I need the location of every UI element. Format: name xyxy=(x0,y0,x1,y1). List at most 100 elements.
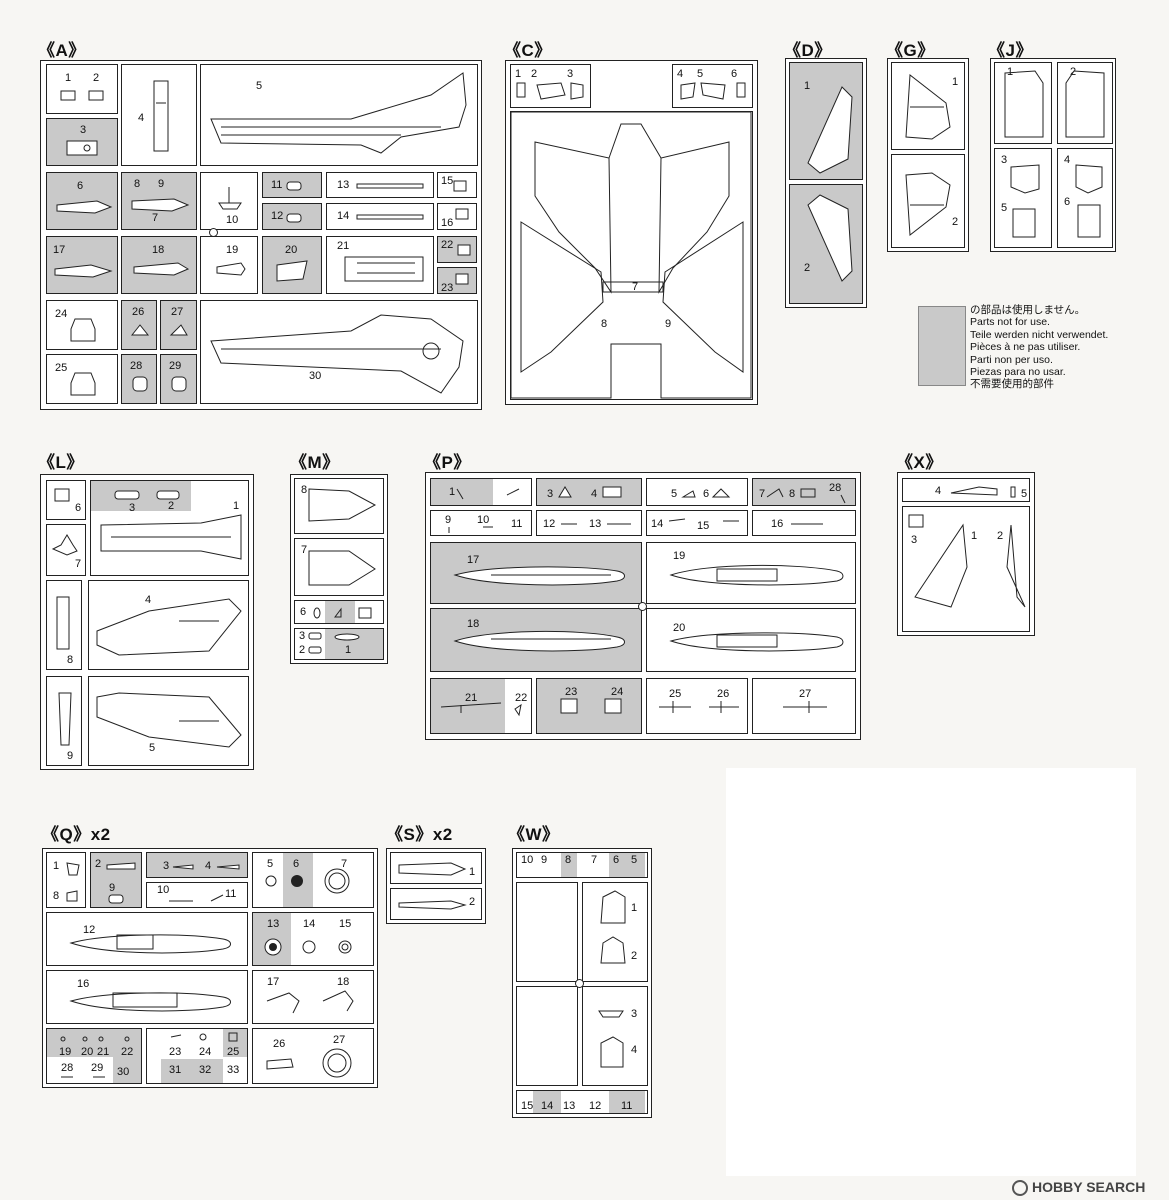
part-shape xyxy=(510,111,752,399)
part-number: 6 xyxy=(75,502,82,514)
sprue-q-cell-26-27: 26 27 xyxy=(252,1028,374,1084)
part-shape xyxy=(905,74,951,140)
sprue-l-cell-9: 9 xyxy=(46,676,82,766)
sprue-p-cell-5-6: 5 6 xyxy=(646,478,748,506)
part-number: 8 xyxy=(67,654,74,666)
part-shape xyxy=(60,90,104,101)
part-shape xyxy=(133,262,190,276)
part-number: 5 xyxy=(631,854,638,866)
sprue-p-white-zone xyxy=(505,679,531,733)
sprue-c-title: 《C》 xyxy=(504,41,552,60)
part-shape xyxy=(313,601,372,623)
part-number: 27 xyxy=(799,688,812,700)
part-shape xyxy=(266,990,354,1014)
sprue-q-cell-13-15: 13 14 15 xyxy=(252,912,374,966)
part-shape xyxy=(668,518,739,522)
sprue-a-cell-28: 28 xyxy=(121,354,157,404)
part-number: 2 xyxy=(299,644,306,656)
part-shape xyxy=(210,72,467,154)
part-number: 21 xyxy=(337,240,350,252)
part-number: 5 xyxy=(1021,488,1028,500)
part-number: 1 xyxy=(631,902,638,914)
sprue-c-cell-1-3: 1 2 3 xyxy=(510,64,591,108)
part-number: 8 xyxy=(134,178,141,190)
part-number: 25 xyxy=(227,1046,240,1058)
part-shape xyxy=(56,596,70,650)
not-for-use-swatch xyxy=(918,306,966,386)
part-number: 10 xyxy=(521,854,534,866)
part-number: 29 xyxy=(169,360,182,372)
sprue-a-cell-20: 20 xyxy=(262,236,322,294)
part-shape xyxy=(276,260,308,282)
sprue-q-white-zone xyxy=(47,1057,113,1083)
sprue-j-title: 《J》 xyxy=(988,41,1033,60)
part-number: 7 xyxy=(632,281,639,293)
part-number: 8 xyxy=(565,854,572,866)
part-number: 27 xyxy=(333,1034,346,1046)
sprue-s-cell-1: 1 xyxy=(390,852,482,884)
part-shape xyxy=(60,1036,130,1078)
part-number: 19 xyxy=(226,244,239,256)
sprue-a-cell-15: 15 xyxy=(437,172,477,198)
part-number: 23 xyxy=(565,686,578,698)
sprue-c-wings: 7 8 9 xyxy=(510,111,753,400)
part-shape xyxy=(598,1010,624,1068)
sprue-m-cell-1-3: 3 2 1 xyxy=(294,628,384,660)
part-shape xyxy=(669,564,844,586)
part-shape xyxy=(516,82,584,100)
part-shape xyxy=(51,534,78,556)
sprue-m-cell-4-6: 6 5 4 xyxy=(294,600,384,624)
sprue-a-cell-30: 30 xyxy=(200,300,478,404)
sprue-q-cell-2-9: 2 9 xyxy=(90,852,142,908)
part-number: 31 xyxy=(169,1064,182,1076)
part-number: 10 xyxy=(157,884,170,896)
sprue-p-cell-20: 20 xyxy=(646,608,856,672)
part-shape xyxy=(266,1048,352,1078)
part-number: 1 xyxy=(345,644,352,656)
part-number: 29 xyxy=(91,1062,104,1074)
part-number: 16 xyxy=(77,978,90,990)
part-shape xyxy=(1004,70,1044,138)
sprue-p-cell-12-13: 12 13 xyxy=(536,510,642,536)
part-number: 18 xyxy=(467,618,480,630)
part-number: 2 xyxy=(952,216,959,228)
part-shape xyxy=(308,632,360,654)
part-shape xyxy=(170,1032,238,1042)
part-number: 33 xyxy=(227,1064,240,1076)
part-number: 20 xyxy=(285,244,298,256)
part-shape xyxy=(950,486,1016,498)
part-shape xyxy=(669,632,844,652)
sprue-a-cell-26: 26 xyxy=(121,300,157,350)
part-number: 1 xyxy=(1007,66,1014,78)
sprue-a-title: 《A》 xyxy=(38,41,86,60)
legend-line: の部品は使用しません。 xyxy=(970,304,1086,316)
sprue-a-cell-3: 3 xyxy=(46,118,118,166)
part-number: 17 xyxy=(267,976,280,988)
part-shape xyxy=(131,198,190,212)
part-number: 6 xyxy=(703,488,710,500)
sprue-w-cell-left-bottom xyxy=(516,986,578,1086)
part-number: 5 xyxy=(256,80,263,92)
sprue-g-cell-2: 2 xyxy=(891,154,965,248)
part-shape xyxy=(783,701,827,713)
part-shape xyxy=(286,181,302,191)
part-number: 14 xyxy=(541,1100,554,1112)
part-number: 9 xyxy=(109,882,116,894)
sprue-l-cell-4: 4 xyxy=(88,580,249,670)
sprue-p-cell-23-24: 23 24 xyxy=(536,678,642,734)
part-shape xyxy=(766,488,846,504)
part-number: 9 xyxy=(67,750,74,762)
part-number: 24 xyxy=(199,1046,212,1058)
sprue-p-cell-1-2: 1 2 xyxy=(430,478,532,506)
part-number: 8 xyxy=(601,318,608,330)
part-number: 21 xyxy=(465,692,478,704)
part-number: 19 xyxy=(673,550,686,562)
sprue-a-cell-18: 18 xyxy=(121,236,197,294)
part-number: 26 xyxy=(273,1038,286,1050)
part-number: 30 xyxy=(117,1066,130,1078)
sprue-q-cell-19-30: 19 20 21 22 28 29 30 xyxy=(46,1028,142,1084)
part-number: 2 xyxy=(168,500,175,512)
part-number: 10 xyxy=(226,214,239,226)
part-shape xyxy=(69,934,231,954)
sprue-runner-gate xyxy=(638,602,647,611)
